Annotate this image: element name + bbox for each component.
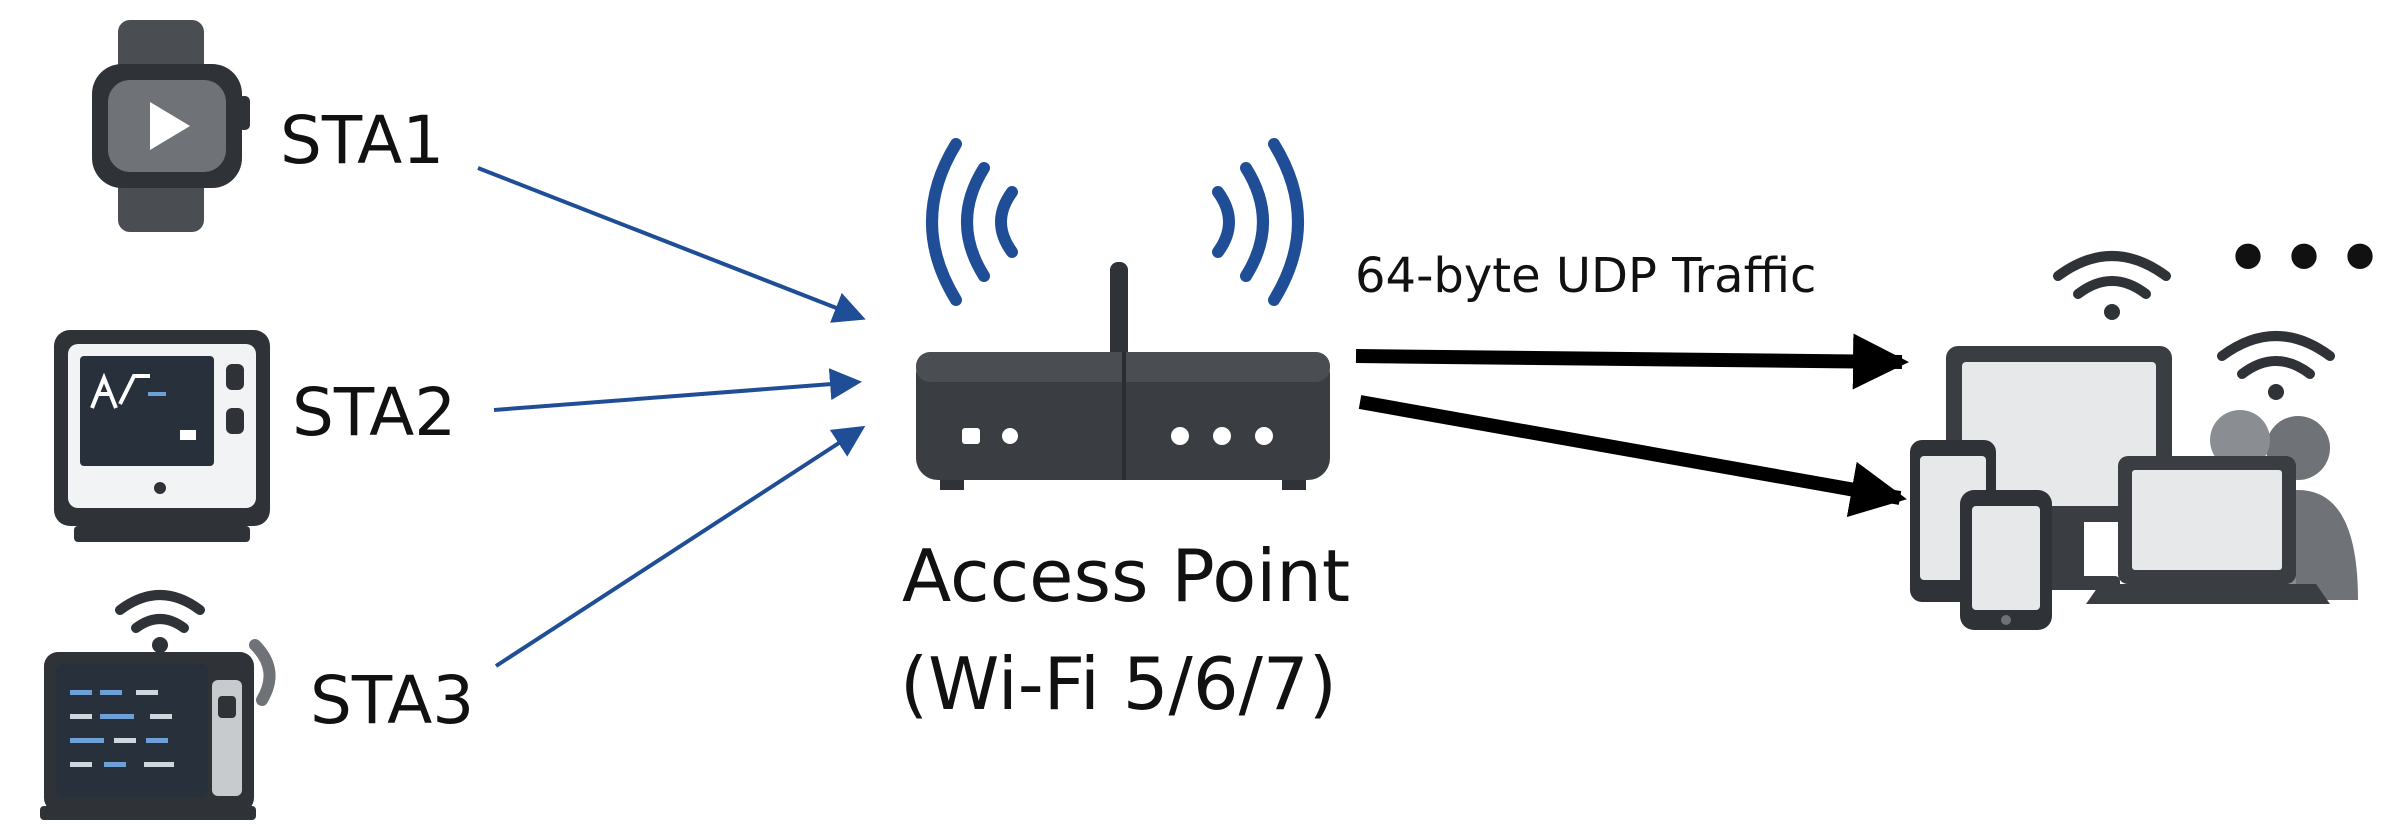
- sta3-label: STA3: [310, 662, 475, 739]
- traffic-arrow-2: [1358, 395, 1907, 517]
- sta1-arrow: [477, 166, 866, 323]
- traffic-arrow-1: [1355, 333, 1909, 390]
- more-devices-ellipsis: •••: [2225, 216, 2394, 300]
- access-point-label: Access Point: [902, 534, 1351, 618]
- wifi-icon-2: [2217, 331, 2335, 400]
- wifi-waves-right-icon: [1212, 138, 1304, 306]
- sta2-arrow: [493, 368, 862, 412]
- sta3-arrow: [494, 425, 866, 668]
- access-point-sublabel: (Wi-Fi 5/6/7): [900, 642, 1337, 726]
- sta1-label: STA1: [280, 102, 445, 179]
- traffic-label: 64-byte UDP Traffic: [1355, 248, 1817, 304]
- wifi-waves-left-icon: [926, 138, 1018, 306]
- sta2-label: STA2: [292, 374, 457, 451]
- medical-monitor-icon: [54, 330, 270, 542]
- patient-monitor-icon: [40, 590, 276, 820]
- smartwatch-icon: [92, 20, 250, 232]
- wifi-icon: [2053, 251, 2171, 320]
- client-devices-icon: [1910, 251, 2358, 630]
- wifi-router-icon: [916, 138, 1330, 490]
